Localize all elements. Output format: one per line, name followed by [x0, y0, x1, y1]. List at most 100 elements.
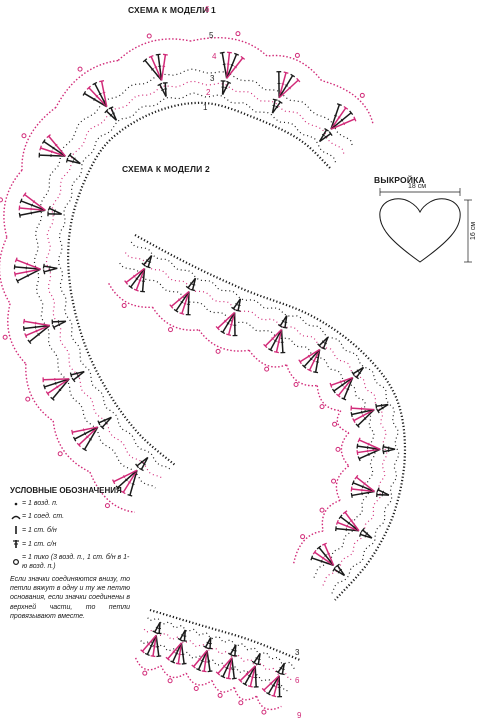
double-crochet-icon	[10, 539, 22, 549]
stitch-mark	[159, 84, 167, 97]
picot-mark	[168, 327, 174, 333]
stitch-mark	[171, 642, 183, 663]
scallop-edge	[255, 695, 282, 711]
stitch-mark	[351, 488, 375, 493]
scallop-edge	[266, 54, 323, 82]
picot-mark	[217, 692, 223, 698]
stitch-mark	[129, 470, 138, 496]
legend-item-text: = 1 ст. б/н	[22, 526, 57, 534]
stitch-mark	[179, 629, 186, 641]
stitch-mark	[217, 311, 236, 329]
stitch-mark	[273, 675, 280, 697]
stitch-mark	[355, 476, 375, 493]
picot-mark	[293, 381, 299, 387]
stitch-mark	[227, 312, 236, 335]
single-crochet-icon	[10, 525, 22, 535]
stitch-mark	[239, 665, 256, 682]
row-number-3-top: 3	[210, 74, 215, 83]
stitch-mark	[14, 268, 41, 275]
stitch-mark	[160, 54, 167, 81]
scallop-edge	[7, 303, 27, 365]
stitch-mark	[352, 366, 364, 375]
title-pattern: ВЫКРОЙКА	[374, 175, 425, 185]
stitch-mark	[154, 622, 161, 633]
stitch-mark	[222, 312, 236, 333]
chain-icon	[10, 500, 22, 508]
heart-shape	[379, 198, 461, 263]
stitch-mark	[343, 377, 354, 400]
stitch-mark	[70, 370, 85, 376]
stitch-mark	[358, 448, 381, 460]
stitch-mark	[175, 291, 190, 312]
stitch-mark	[330, 107, 347, 130]
picot-mark	[300, 534, 306, 540]
chain-row	[143, 628, 293, 681]
stitch-mark	[83, 426, 99, 450]
picot-mark	[261, 709, 267, 715]
stitch-mark	[244, 665, 256, 685]
picot-mark	[264, 366, 270, 372]
stitch-mark	[20, 200, 46, 211]
stitch-mark	[15, 259, 41, 270]
scallop-edge	[108, 282, 153, 308]
scallop-edge	[21, 106, 57, 171]
stitch-mark	[43, 267, 58, 273]
stitch-mark	[318, 336, 329, 347]
title-model-1: СХЕМА К МОДЕЛИ 1	[128, 5, 216, 15]
stitch-mark	[377, 489, 390, 496]
picot-mark	[104, 503, 110, 509]
stitch-mark	[152, 635, 157, 657]
stitch-mark	[94, 83, 108, 108]
stitch-mark	[177, 642, 183, 664]
stitch-mark	[337, 521, 360, 532]
row-number-5-top: 5	[209, 31, 214, 40]
legend-item: = 1 пико (3 возд. п., 1 ст. б/н в 1-ю во…	[10, 553, 130, 571]
stitch-mark	[187, 291, 190, 315]
stitch-mark	[362, 529, 373, 539]
scallop-edge	[233, 687, 258, 701]
picot-mark	[2, 334, 8, 340]
stitch-mark	[278, 79, 299, 99]
stitch-mark	[352, 482, 375, 493]
collar-model-2	[108, 234, 407, 601]
foundation-chain	[66, 101, 331, 466]
stitch-mark	[43, 378, 70, 381]
heart-height-label: 16 см	[470, 221, 477, 240]
scallop-edge	[117, 38, 192, 62]
stitch-mark	[44, 378, 70, 388]
stitch-mark	[141, 634, 157, 652]
stitch-mark	[146, 635, 157, 655]
stitch-mark	[181, 291, 190, 314]
legend-title: УСЛОВНЫЕ ОБОЗНАЧЕНИЯ	[10, 486, 122, 495]
stitch-mark	[147, 255, 153, 268]
chain-row	[119, 262, 376, 581]
stitch-mark	[25, 324, 51, 337]
stitch-mark	[88, 87, 108, 108]
stitch-mark	[357, 448, 381, 454]
stitch-mark	[351, 407, 375, 411]
scallop-edge	[335, 465, 350, 501]
legend-note: Если значки соединяются внизу, то петли …	[10, 576, 130, 620]
stitch-mark	[130, 268, 146, 288]
stitch-mark	[180, 642, 185, 664]
picot-mark	[21, 133, 27, 139]
stitch-mark	[229, 644, 237, 655]
picot-mark	[238, 700, 244, 706]
stitch-mark	[187, 277, 197, 289]
stitch-mark	[164, 82, 167, 97]
scallop-edge	[25, 363, 54, 422]
stitch-mark	[225, 52, 231, 79]
row-number-6-bottom: 6	[295, 676, 300, 685]
picot-mark	[77, 66, 83, 72]
stitch-mark	[351, 408, 375, 416]
stitch-mark	[157, 54, 163, 81]
picot-mark	[319, 507, 325, 513]
picot-mark	[121, 303, 127, 309]
picot-mark	[167, 678, 173, 684]
heart-width-label: 18 см	[408, 183, 427, 190]
picot-mark	[359, 92, 365, 98]
row-number-3-bottom: 3	[295, 648, 300, 657]
stitch-mark	[193, 649, 208, 668]
stitch-mark	[100, 81, 108, 107]
stitch-mark	[117, 469, 138, 489]
